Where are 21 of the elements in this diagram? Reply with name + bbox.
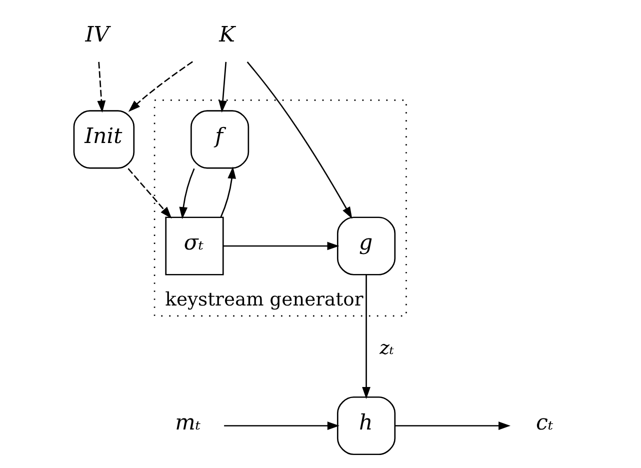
arrow: [362, 275, 370, 399]
arrow: [224, 422, 339, 430]
edge-label: zₜ: [379, 338, 394, 360]
node-text: K: [218, 22, 235, 48]
node-box: g: [336, 216, 396, 276]
node-box: h: [336, 396, 396, 456]
arrow: [127, 168, 172, 219]
arrow: [218, 62, 226, 113]
arrow: [246, 61, 352, 219]
node-box: Init: [72, 110, 134, 169]
node-text: mₜ: [174, 410, 200, 436]
node-text: cₜ: [536, 410, 553, 436]
arrow: [96, 62, 106, 113]
node-box: f: [190, 110, 249, 169]
arrow: [394, 422, 510, 430]
node-text: IV: [84, 22, 109, 48]
arrow: [220, 166, 236, 218]
arrow: [222, 242, 339, 250]
arrow: [178, 168, 194, 220]
arrow: [128, 61, 192, 112]
node-box: σₜ: [164, 216, 224, 276]
